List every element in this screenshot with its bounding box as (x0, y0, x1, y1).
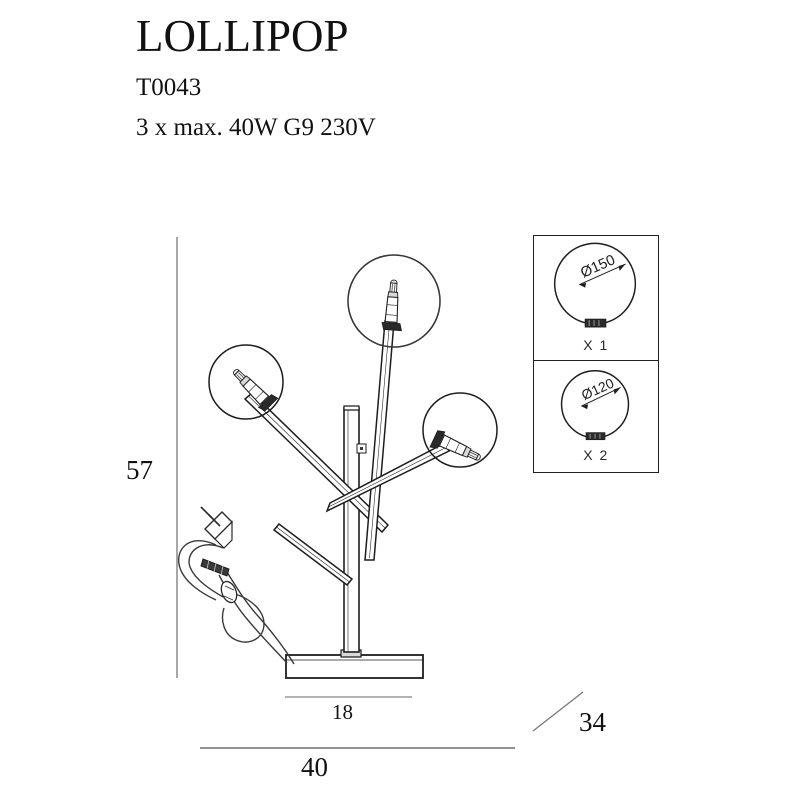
dimension-label-base-width: 18 (332, 700, 353, 724)
page-title: LOLLIPOP (136, 11, 349, 61)
variant-count-label-x1: X 1 (583, 337, 609, 353)
variant-cell-x1: Ø150 X 1 (534, 236, 658, 361)
cable-tie (200, 558, 230, 577)
dimension-label-total-width: 40 (301, 752, 328, 782)
lamp-base (285, 654, 424, 679)
inline-switch (220, 580, 238, 604)
variant-diameter-x2: Ø120 (579, 375, 616, 403)
lamp-arm-right (325, 441, 451, 513)
lamp-arm-left (243, 391, 390, 534)
glass-globe-top (347, 254, 441, 348)
product-code: T0043 (136, 74, 202, 101)
power-plug (200, 506, 233, 549)
dimension-label-height: 57 (126, 455, 153, 485)
globe-variant-panel: Ø150 X 1 Ø120 X 2 (533, 235, 659, 473)
variant-globe-x1-drawing: Ø150 (553, 242, 637, 328)
variant-globe-x2-drawing: Ø120 (560, 369, 630, 441)
lamp-arm-stub (272, 522, 354, 587)
power-cord (178, 540, 295, 665)
variant-diameter-x1: Ø150 (578, 252, 617, 281)
dimension-label-depth: 34 (579, 707, 606, 737)
lamp-stem (340, 405, 367, 658)
variant-cell-x2: Ø120 X 2 (534, 361, 658, 471)
product-specification: 3 x max. 40W G9 230V (136, 114, 376, 141)
dimension-line-depth (532, 691, 584, 732)
product-header: LOLLIPOP T0043 3 x max. 40W G9 230V (136, 12, 596, 143)
variant-count-label-x2: X 2 (583, 447, 609, 463)
glass-globe-right (422, 392, 498, 469)
glass-globe-left (208, 344, 284, 420)
